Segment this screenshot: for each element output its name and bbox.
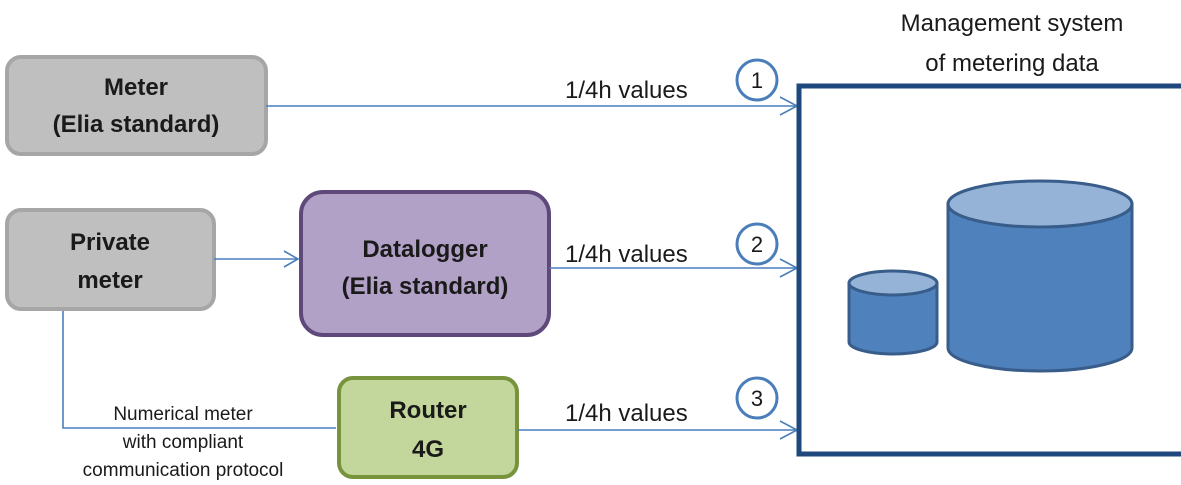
system-title-line1: Management system (901, 10, 1124, 37)
datalogger-label-line2: (Elia standard) (342, 273, 509, 300)
datalogger-label-line1: Datalogger (362, 236, 487, 263)
edge-3-number-badge: 3 (735, 376, 779, 420)
private-meter-node: Private meter (5, 208, 216, 311)
small-database-cylinder (847, 269, 939, 356)
router-box (337, 376, 519, 479)
system-title-line2: of metering data (925, 50, 1099, 77)
router-label-line2: 4G (412, 436, 444, 463)
router-label-line1: Router (389, 397, 466, 424)
edge-2-number-badge: 2 (735, 222, 779, 266)
edge-1-arrow (266, 96, 799, 116)
edge-1-number-badge: 1 (735, 58, 779, 102)
note-line3: communication protocol (83, 460, 284, 481)
database-icon (847, 179, 1134, 373)
edge-2-number: 2 (751, 232, 763, 257)
meter-box (5, 55, 268, 156)
edge-1-label: 1/4h values (565, 77, 688, 104)
edge-3-number: 3 (751, 386, 763, 411)
private-meter-label-line1: Private (70, 229, 150, 256)
meter-node: Meter (Elia standard) (5, 55, 268, 156)
connector-private-to-datalogger (214, 250, 300, 268)
datalogger-box (299, 190, 551, 337)
datalogger-node: Datalogger (Elia standard) (299, 190, 551, 337)
private-meter-box (5, 208, 216, 311)
note-line1: Numerical meter (113, 404, 253, 425)
connector-private-to-router (62, 311, 336, 429)
edge-1-number: 1 (751, 68, 763, 93)
note-line2: with compliant (122, 432, 244, 453)
meter-label-line1: Meter (104, 74, 168, 101)
edge-3-label: 1/4h values (565, 400, 688, 427)
router-node: Router 4G (337, 376, 519, 479)
edge-2-label: 1/4h values (565, 241, 688, 268)
large-database-cylinder (946, 179, 1134, 373)
meter-label-line2: (Elia standard) (53, 111, 220, 138)
private-meter-label-line2: meter (77, 267, 142, 294)
